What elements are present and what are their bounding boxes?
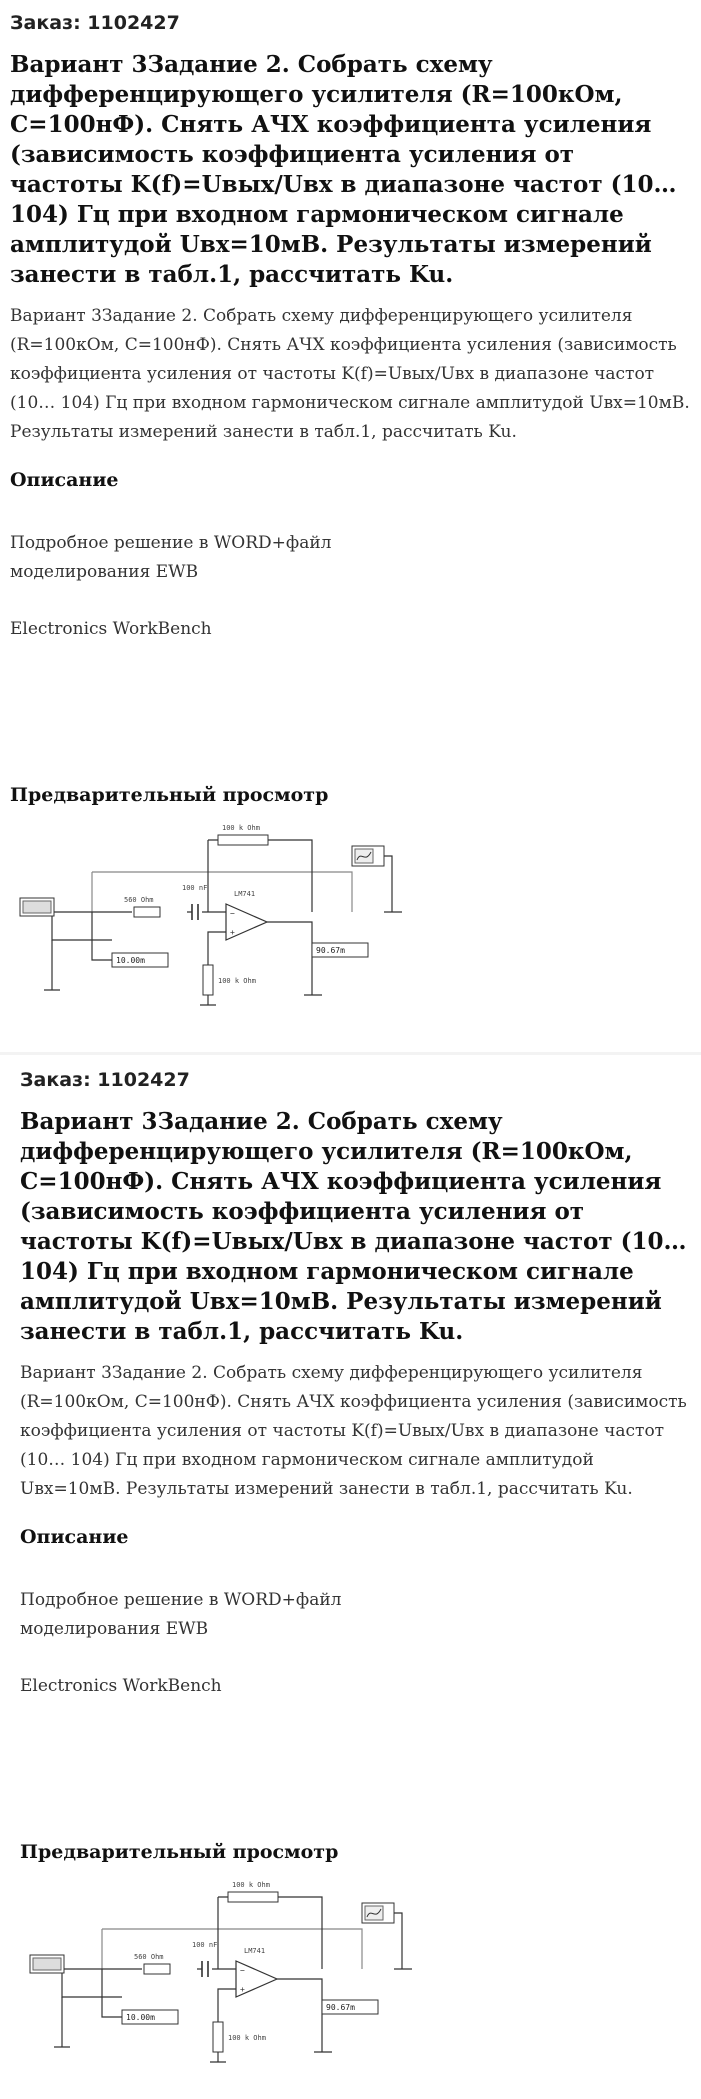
capacitor-icon — [191, 904, 199, 920]
output-voltmeter-value: 90.67m — [316, 946, 345, 955]
output-voltmeter-icon — [311, 942, 369, 958]
svg-text:+: + — [240, 1985, 245, 1994]
svg-text:+: + — [230, 928, 235, 937]
input-voltmeter-icon — [111, 952, 169, 968]
feedback-resistor-label: 100 k Ohm — [232, 1881, 270, 1889]
feedback-resistor-label: 100 k Ohm — [222, 824, 260, 832]
input-voltmeter-value: 10.00m — [126, 2013, 155, 2022]
input-voltmeter-icon — [121, 2009, 179, 2025]
section-heading-description: Описание — [10, 469, 119, 491]
order-card-2: Заказ: 1102427 Вариант 3Задание 2. Собра… — [0, 1055, 701, 2099]
card-divider — [0, 1052, 701, 1055]
order-number: Заказ: 1102427 — [10, 12, 180, 34]
section-heading-preview: Предварительный просмотр — [10, 784, 329, 806]
page-title: Вариант 3Задание 2. Собрать схему диффер… — [10, 51, 677, 288]
ground-resistor-label: 100 k Ohm — [228, 2034, 266, 2042]
opamp-icon — [235, 1960, 279, 1998]
capacitor-label: 100 nF — [192, 1941, 217, 1949]
solution-note: Подробное решение в WORD+файл моделирова… — [10, 533, 332, 582]
solution-note: Подробное решение в WORD+файл моделирова… — [20, 1590, 342, 1639]
order-card-1: Заказ: 1102427 Вариант 3Задание 2. Собра… — [0, 12, 701, 1055]
opamp-icon — [225, 903, 269, 941]
input-voltmeter-value: 10.00m — [116, 956, 145, 965]
svg-text:−: − — [240, 1966, 245, 1975]
circuit-schematic: 560 Ohm 100 nF 100 k Ohm − + LM741 100 k… — [29, 1881, 412, 2063]
feedback-resistor-icon — [227, 1891, 279, 1903]
capacitor-icon — [201, 1961, 209, 1977]
software-note: Electronics WorkBench — [20, 1676, 222, 1696]
section-heading-preview: Предварительный просмотр — [20, 1841, 339, 1863]
capacitor-label: 100 nF — [182, 884, 207, 892]
software-note: Electronics WorkBench — [10, 619, 212, 639]
output-voltmeter-value: 90.67m — [326, 2003, 355, 2012]
input-resistor-icon — [143, 1963, 171, 1975]
opamp-label: LM741 — [234, 890, 255, 898]
order-description: Вариант 3Задание 2. Собрать схему диффер… — [10, 306, 690, 442]
input-resistor-icon — [133, 906, 161, 918]
ground-resistor-label: 100 k Ohm — [218, 977, 256, 985]
opamp-label: LM741 — [244, 1947, 265, 1955]
section-heading-description: Описание — [20, 1526, 129, 1548]
feedback-resistor-icon — [217, 834, 269, 846]
input-resistor-label: 560 Ohm — [124, 896, 154, 904]
circuit-schematic: 560 Ohm 100 nF 100 k Ohm − + LM741 100 k… — [19, 824, 402, 1006]
output-voltmeter-icon — [321, 1999, 379, 2015]
order-description: Вариант 3Задание 2. Собрать схему диффер… — [20, 1363, 687, 1499]
order-number: Заказ: 1102427 — [20, 1069, 190, 1091]
ground-resistor-icon — [212, 2021, 224, 2053]
svg-text:−: − — [230, 909, 235, 918]
input-resistor-label: 560 Ohm — [134, 1953, 164, 1961]
ground-resistor-icon — [202, 964, 214, 996]
page-title: Вариант 3Задание 2. Собрать схему диффер… — [20, 1108, 687, 1345]
